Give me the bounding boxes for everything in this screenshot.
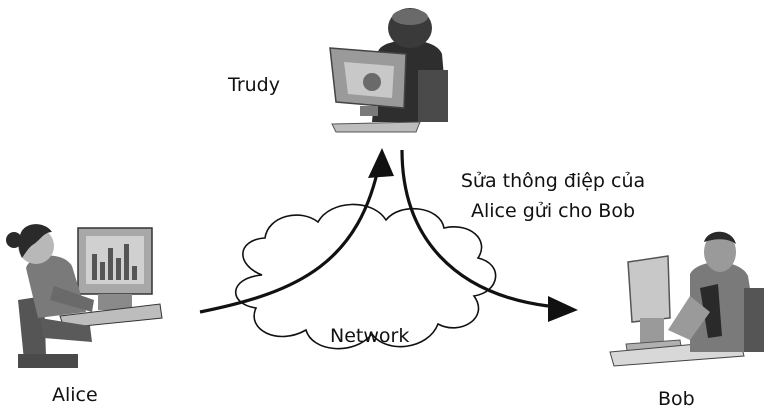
bob-label: Bob: [658, 388, 695, 410]
arrow-alice-to-trudy: [199, 159, 382, 314]
trudy-label: Trudy: [228, 74, 280, 96]
network-label: Network: [330, 325, 410, 347]
caption-line-1: Sửa thông điệp của: [460, 170, 646, 192]
arrowhead-to-bob: [548, 296, 578, 322]
alice-label: Alice: [52, 384, 98, 406]
trudy-icon: [329, 8, 448, 133]
bob-icon: [609, 231, 764, 367]
arrow-trudy-to-bob: [400, 149, 549, 308]
caption-line-2: Alice gửi cho Bob: [470, 200, 636, 222]
alice-icon: [6, 224, 163, 368]
network-cloud-icon: [234, 203, 497, 350]
attack-caption: Sửa thông điệp của Alice gửi cho Bob: [440, 166, 666, 226]
arrowhead-to-trudy: [368, 148, 394, 178]
